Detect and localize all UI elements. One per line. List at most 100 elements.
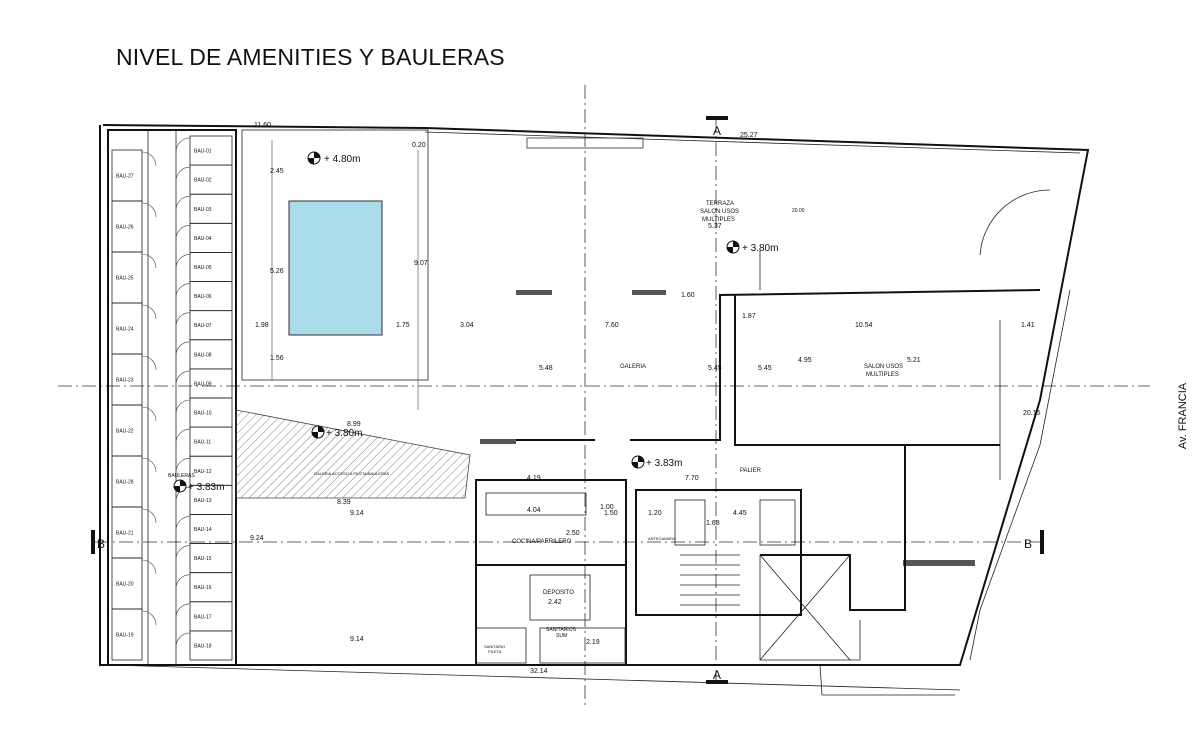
dim: 32.14 bbox=[530, 668, 548, 675]
door-swing bbox=[175, 225, 191, 240]
level-marker-palier bbox=[631, 455, 645, 469]
door-swing bbox=[141, 457, 157, 473]
elevator-1 bbox=[674, 499, 706, 546]
section-a-top: A bbox=[713, 124, 721, 138]
storage-unit-label: BAU-26 bbox=[116, 225, 134, 231]
dim: 9.24 bbox=[250, 535, 264, 542]
dim: 4.19 bbox=[527, 475, 541, 482]
salon-wall-top bbox=[630, 289, 1041, 441]
ramp-wall bbox=[760, 445, 906, 611]
door-swing bbox=[175, 312, 191, 327]
level-palier: + 3.83m bbox=[646, 458, 682, 469]
dim: 8.99 bbox=[347, 421, 361, 428]
room-salon-2: MULTIPLES bbox=[866, 372, 899, 378]
storage-unit-label: BAU-16 bbox=[194, 585, 212, 591]
dim: 1.50 bbox=[604, 510, 618, 517]
access-gallery-hatch bbox=[235, 409, 471, 499]
door-swing bbox=[175, 283, 191, 298]
dim: 11.60 bbox=[254, 122, 271, 129]
door-swing bbox=[141, 253, 157, 269]
lot-line bbox=[109, 664, 961, 691]
storage-unit-label: BAU-09 bbox=[194, 381, 212, 387]
storage-unit bbox=[111, 608, 143, 661]
level-marker-terrace bbox=[726, 240, 740, 254]
section-a-top-bar bbox=[706, 116, 728, 120]
elevator-2 bbox=[759, 499, 796, 546]
dim: 5.48 bbox=[539, 365, 553, 372]
dim: 10.54 bbox=[855, 322, 873, 329]
storage-unit bbox=[189, 630, 233, 661]
service-block bbox=[475, 564, 627, 666]
dim: 5.21 bbox=[907, 357, 921, 364]
door-swing bbox=[175, 574, 191, 589]
level-marker-gallery bbox=[311, 425, 325, 439]
storage-unit-label: BAU-11 bbox=[194, 440, 211, 446]
level-bauleras: + 3.83m bbox=[188, 482, 224, 493]
door-swing bbox=[141, 559, 157, 575]
dim: 1.41 bbox=[1021, 322, 1035, 329]
storage-unit-label: BAU-21 bbox=[116, 531, 134, 537]
dim: 1.68 bbox=[706, 520, 720, 527]
dim: 7.70 bbox=[685, 475, 699, 482]
door-swing bbox=[175, 254, 191, 269]
storage-unit-label: BAU-07 bbox=[194, 323, 212, 329]
room-antecamara: ANTECAMARA bbox=[648, 536, 676, 541]
storage-unit-label: BAU-20 bbox=[116, 582, 134, 588]
level-gallery: + 3.80m bbox=[326, 428, 362, 439]
storage-unit-label: BAU-17 bbox=[194, 614, 212, 620]
facade-line bbox=[969, 289, 1071, 661]
room-terraza-3: MULTIPLES bbox=[702, 217, 735, 223]
door-swing bbox=[175, 603, 191, 618]
dim: 2.45 bbox=[270, 168, 284, 175]
dim: 5.45 bbox=[708, 365, 722, 372]
door-swing bbox=[141, 151, 157, 167]
room-bauleras: BAULERAS bbox=[168, 473, 195, 479]
room-salon-1: SALON USOS bbox=[864, 364, 903, 370]
dim: 5.37 bbox=[708, 223, 722, 230]
room-terraza-2: SALON USOS bbox=[700, 209, 739, 215]
room-terraza-1: TERRAZA bbox=[706, 201, 734, 207]
dim: 1.20 bbox=[648, 510, 662, 517]
dim: 4.04 bbox=[527, 507, 541, 514]
lot-line-corner bbox=[819, 664, 823, 696]
beam bbox=[632, 290, 666, 295]
dim: 1.87 bbox=[742, 313, 756, 320]
room-sanitarios-1: SANITARIOS bbox=[546, 627, 577, 633]
storage-unit-label: BAU-24 bbox=[116, 327, 134, 333]
dim: 5.26 bbox=[270, 268, 284, 275]
dim: 9.14 bbox=[350, 636, 364, 643]
dim: 4.95 bbox=[798, 357, 812, 364]
dim: 1.56 bbox=[270, 355, 284, 362]
storage-unit-label: BAU-01 bbox=[194, 149, 212, 155]
room-galeria-acceso: GALERIA ACCESO A PILETA/BAULERAS bbox=[314, 471, 390, 476]
door-swing bbox=[141, 406, 157, 422]
storage-unit-label: BAU-28 bbox=[116, 480, 134, 486]
storage-unit-label: BAU-27 bbox=[116, 174, 134, 180]
core bbox=[635, 489, 802, 616]
door-swing bbox=[175, 137, 191, 153]
door-swing bbox=[175, 399, 191, 415]
storage-unit-label: BAU-12 bbox=[194, 469, 212, 475]
pool-deck bbox=[241, 129, 429, 381]
sanitario-pileta bbox=[475, 627, 527, 664]
section-a-bottom: A bbox=[713, 668, 721, 682]
storage-unit-label: BAU-05 bbox=[194, 265, 212, 271]
plan-title: NIVEL DE AMENITIES Y BAULERAS bbox=[116, 44, 505, 70]
dim: 20.00 bbox=[792, 208, 805, 214]
section-a-bottom-bar bbox=[706, 680, 728, 684]
beam bbox=[903, 560, 975, 566]
section-b-right: B bbox=[1024, 537, 1032, 551]
storage-unit-label: BAU-02 bbox=[194, 178, 212, 184]
room-sanitarios-2: SUM bbox=[556, 633, 567, 639]
dim: 1.98 bbox=[255, 322, 269, 329]
dim: 20.15 bbox=[1023, 410, 1041, 417]
storage-unit-label: BAU-08 bbox=[194, 352, 212, 358]
level-pool: + 4.80m bbox=[324, 154, 360, 165]
level-marker-pool bbox=[307, 151, 321, 165]
dim: 5.45 bbox=[758, 365, 772, 372]
door-swing bbox=[175, 341, 191, 356]
dim: 1.60 bbox=[681, 292, 695, 299]
storage-unit-label: BAU-03 bbox=[194, 207, 212, 213]
dim: 1.75 bbox=[396, 322, 410, 329]
